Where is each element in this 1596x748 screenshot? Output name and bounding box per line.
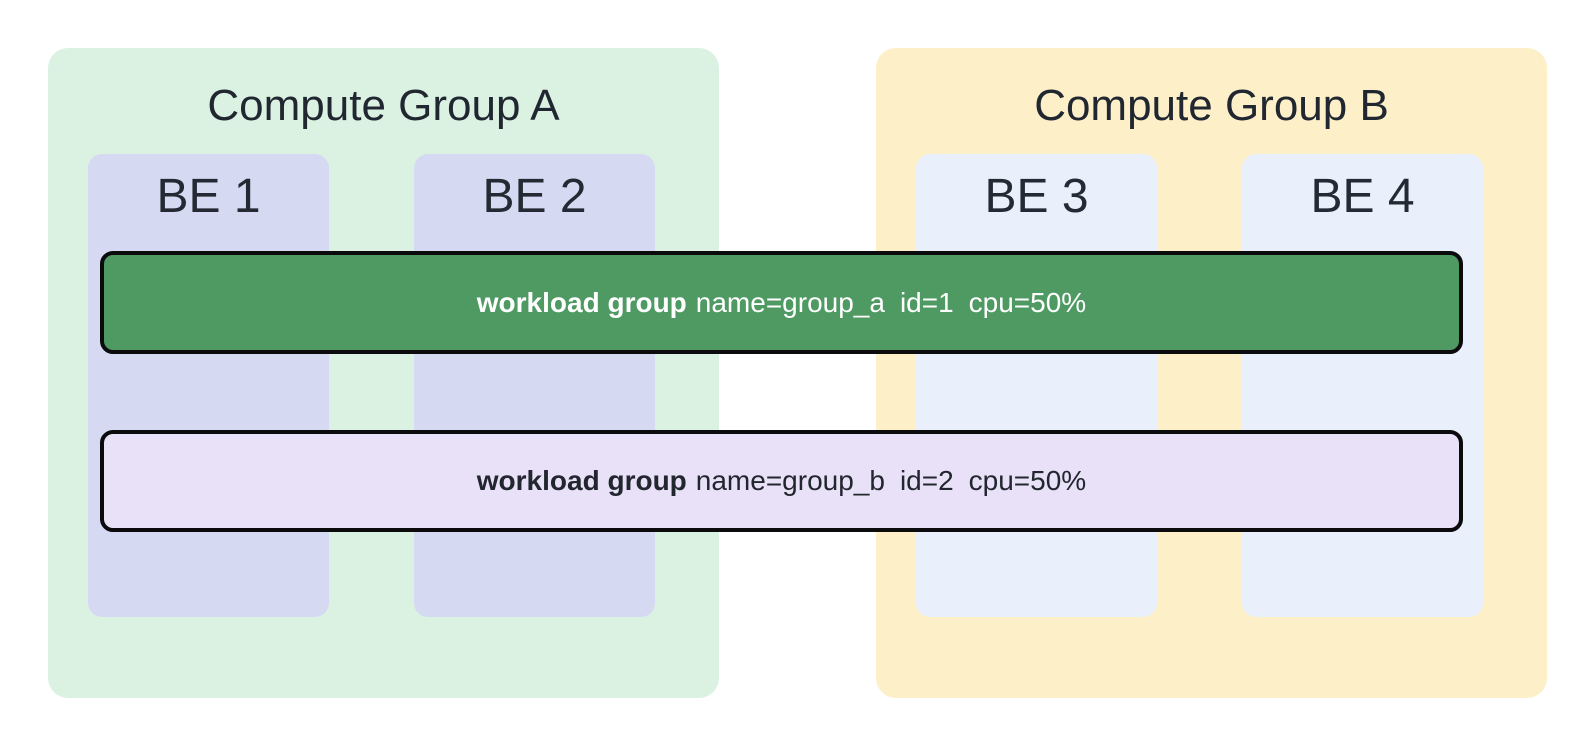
be-node-3-label: BE 3 (984, 170, 1089, 223)
be-node-1-label: BE 1 (156, 170, 261, 223)
be-node-4-label: BE 4 (1310, 170, 1415, 223)
compute-group-b-title: Compute Group B (1034, 81, 1389, 130)
be-node-4: BE 4 (1242, 154, 1483, 617)
workload-group-b-bar: workload group name=group_b id=2 cpu=50% (100, 430, 1463, 532)
workload-group-b-cpu-attr: cpu=50% (968, 465, 1087, 496)
workload-group-b-prefix: workload group (476, 465, 687, 496)
be-node-3: BE 3 (916, 154, 1157, 617)
workload-group-a-cpu-attr: cpu=50% (968, 286, 1087, 318)
workload-group-a-bar: workload group name=group_a id=1 cpu=50% (100, 251, 1463, 354)
compute-group-a: Compute Group A BE 1 BE 2 (48, 48, 719, 698)
be-node-1: BE 1 (88, 154, 329, 617)
compute-group-b: Compute Group B BE 3 BE 4 (876, 48, 1547, 698)
workload-group-b-id-attr: id=2 (899, 465, 954, 496)
workload-group-b-name-attr: name=group_b (695, 465, 885, 496)
workload-group-a-prefix: workload group (476, 286, 687, 318)
compute-group-a-title: Compute Group A (207, 81, 560, 130)
workload-group-a-name-attr: name=group_a (695, 286, 885, 318)
workload-group-a-id-attr: id=1 (899, 286, 954, 318)
be-node-2: BE 2 (414, 154, 655, 617)
be-node-2-label: BE 2 (482, 170, 587, 223)
